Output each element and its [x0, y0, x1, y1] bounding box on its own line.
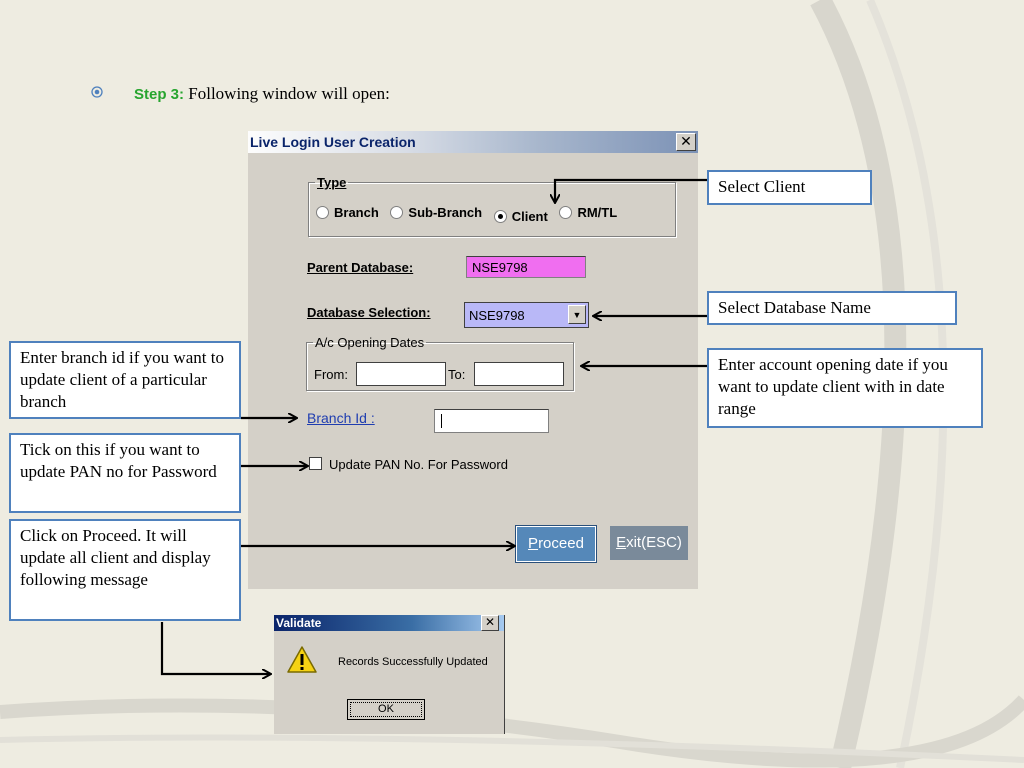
validate-dialog: Validate ✕ Records Successfully Updated …	[274, 615, 505, 734]
warning-icon	[287, 646, 317, 673]
callout-proceed: Click on Proceed. It will update all cli…	[9, 519, 241, 621]
radio-rm-tl[interactable]: RM/TL	[559, 205, 617, 220]
to-date-input[interactable]	[474, 362, 564, 386]
type-group-legend: Type	[317, 175, 347, 190]
ac-opening-dates-group: A/c Opening Dates	[306, 335, 574, 391]
radio-client[interactable]: Client	[493, 209, 548, 224]
ok-label: OK	[378, 703, 394, 715]
exit-label: xit(ESC)	[626, 534, 682, 551]
step-heading: Step 3: Following window will open:	[134, 84, 390, 104]
live-login-user-creation-dialog: Live Login User Creation ✕ Type Branch S…	[248, 131, 698, 589]
proceed-label: roceed	[538, 535, 584, 552]
to-label: To:	[448, 367, 466, 382]
database-selection-value: NSE9798	[469, 308, 525, 323]
radio-circle-icon	[390, 206, 404, 219]
validate-title: Validate	[276, 616, 322, 630]
step-label: Step 3:	[134, 86, 185, 103]
from-date-input[interactable]	[356, 362, 446, 386]
dialog-titlebar[interactable]: Live Login User Creation ✕	[248, 131, 698, 153]
validate-titlebar[interactable]: Validate ✕	[274, 615, 504, 631]
callout-update-pan: Tick on this if you want to update PAN n…	[9, 433, 241, 513]
update-pan-label: Update PAN No. For Password	[329, 457, 508, 472]
radio-circle-icon	[316, 206, 329, 219]
radio-rm-tl-label: RM/TL	[577, 205, 618, 220]
radio-selected-icon	[493, 210, 507, 223]
type-radio-row: Branch Sub-Branch Client RM/TL	[316, 205, 625, 224]
callout-opening-dates: Enter account opening date if you want t…	[707, 348, 983, 428]
exit-button[interactable]: Exit(ESC)	[610, 526, 688, 560]
callout-branch-id: Enter branch id if you want to update cl…	[9, 341, 241, 419]
database-selection-dropdown[interactable]: NSE9798 ▼	[464, 302, 589, 328]
radio-branch[interactable]: Branch	[316, 205, 379, 220]
chevron-down-icon[interactable]: ▼	[568, 305, 586, 324]
close-icon[interactable]: ✕	[481, 615, 499, 631]
callout-select-client: Select Client	[707, 170, 872, 205]
callout-select-database: Select Database Name	[707, 291, 957, 325]
radio-sub-branch[interactable]: Sub-Branch	[390, 205, 482, 220]
validate-message: Records Successfully Updated	[338, 656, 488, 668]
radio-sub-branch-label: Sub-Branch	[408, 205, 483, 220]
radio-client-label: Client	[511, 209, 548, 224]
type-group: Type	[308, 175, 676, 237]
step-text: Following window will open:	[184, 84, 390, 103]
ac-opening-dates-legend: A/c Opening Dates	[315, 335, 425, 350]
parent-database-label: Parent Database:	[307, 260, 414, 275]
update-pan-checkbox[interactable]	[309, 457, 322, 470]
close-icon[interactable]: ✕	[676, 133, 696, 151]
bullet-icon	[91, 86, 103, 98]
from-label: From:	[314, 367, 348, 382]
dialog-title: Live Login User Creation	[250, 134, 416, 150]
exit-hotkey: E	[616, 534, 627, 551]
branch-id-label[interactable]: Branch Id :	[307, 410, 375, 426]
proceed-button[interactable]: Proceed	[516, 526, 596, 562]
branch-id-input[interactable]	[434, 409, 549, 433]
radio-branch-label: Branch	[334, 205, 379, 220]
database-selection-label: Database Selection:	[307, 305, 431, 320]
parent-database-field: NSE9798	[466, 256, 586, 278]
ok-button[interactable]: OK	[347, 699, 425, 720]
radio-circle-icon	[559, 206, 573, 219]
proceed-hotkey: P	[528, 535, 539, 552]
